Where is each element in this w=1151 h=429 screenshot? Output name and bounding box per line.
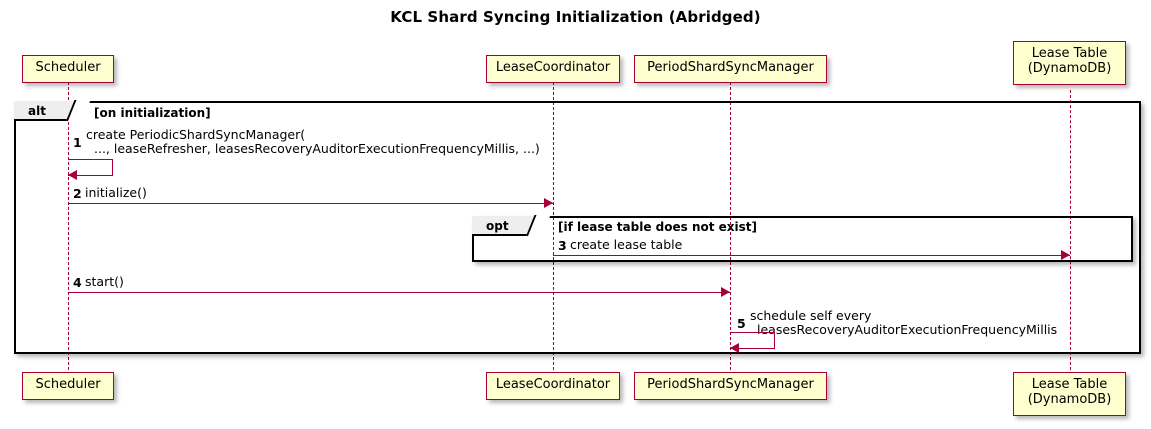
lifeline-lease-table xyxy=(1070,90,1071,370)
message-1-number: 1 xyxy=(73,135,82,150)
fragment-alt-tab: alt xyxy=(14,100,91,121)
message-5-label-line2: leasesRecoveryAuditorExecutionFrequencyM… xyxy=(757,322,1058,337)
fragment-opt xyxy=(472,216,1133,262)
lifeline-period-shard-sync-manager xyxy=(730,82,731,370)
page-title: KCL Shard Syncing Initialization (Abridg… xyxy=(390,8,761,26)
participant-period-shard-sync-manager-bottom[interactable]: PeriodShardSyncManager xyxy=(634,372,827,400)
fragment-opt-tab: opt xyxy=(472,215,551,236)
message-4-label-line1: start() xyxy=(85,274,124,289)
message-1-label-line2: ..., leaseRefresher, leasesRecoveryAudit… xyxy=(94,141,540,156)
message-2-arrowhead xyxy=(544,198,553,208)
message-1-selfcall-loop xyxy=(68,159,113,176)
fragment-opt-type: opt xyxy=(486,219,509,233)
message-2-line xyxy=(68,203,553,204)
fragment-opt-condition: [if lease table does not exist] xyxy=(558,220,758,234)
participant-period-shard-sync-manager-top[interactable]: PeriodShardSyncManager xyxy=(634,55,827,83)
message-5-number: 5 xyxy=(737,316,746,331)
message-3-arrowhead xyxy=(1061,250,1070,260)
message-4-line xyxy=(68,292,730,293)
participant-lease-table-top[interactable]: Lease Table (DynamoDB) xyxy=(1013,41,1126,85)
message-4-number: 4 xyxy=(73,275,82,290)
participant-lease-coordinator-top[interactable]: LeaseCoordinator xyxy=(486,55,620,83)
fragment-alt xyxy=(14,101,1141,354)
message-4-arrowhead xyxy=(721,287,730,297)
participant-lease-table-bottom[interactable]: Lease Table (DynamoDB) xyxy=(1013,372,1126,416)
message-5-arrowhead xyxy=(730,343,739,353)
fragment-alt-type: alt xyxy=(28,104,46,118)
lifeline-scheduler xyxy=(68,82,69,370)
participant-scheduler-top[interactable]: Scheduler xyxy=(22,55,114,83)
message-5-selfcall-loop xyxy=(730,332,775,349)
participant-lease-coordinator-bottom[interactable]: LeaseCoordinator xyxy=(486,372,620,400)
message-2-label-line1: initialize() xyxy=(85,185,147,200)
message-1-label-line1: create PeriodicShardSyncManager( xyxy=(86,127,306,142)
lifeline-lease-coordinator xyxy=(553,82,554,370)
message-3-number: 3 xyxy=(558,238,567,253)
message-3-line xyxy=(553,255,1070,256)
message-3-label-line1: create lease table xyxy=(570,237,683,252)
participant-scheduler-bottom[interactable]: Scheduler xyxy=(22,372,114,400)
message-5-label-line1: schedule self every xyxy=(750,308,872,323)
message-1-arrowhead xyxy=(68,170,77,180)
fragment-alt-condition: [on initialization] xyxy=(94,106,211,120)
message-2-number: 2 xyxy=(73,186,82,201)
